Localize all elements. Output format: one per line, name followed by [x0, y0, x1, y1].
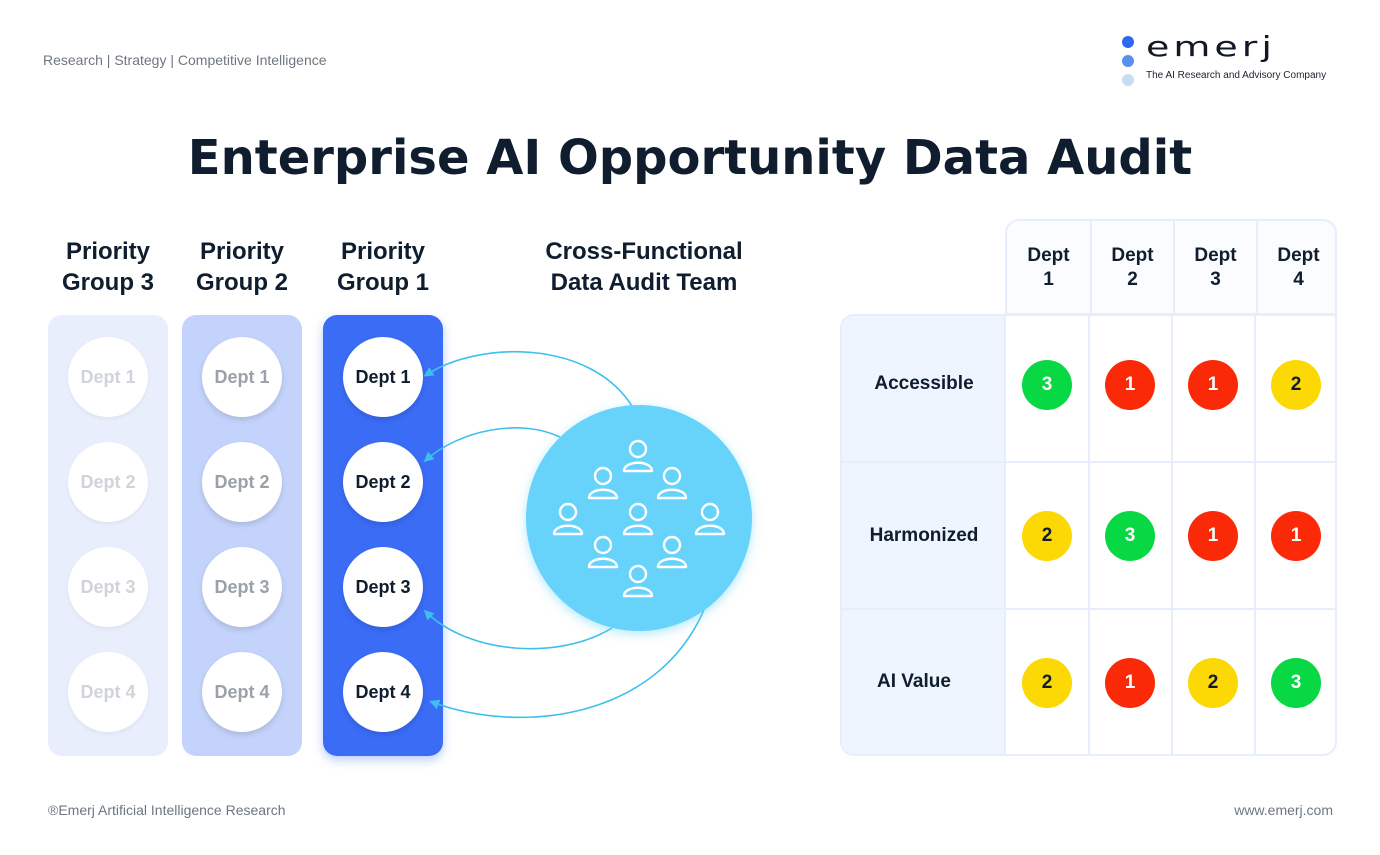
score-badge: 3	[1105, 511, 1155, 561]
logo-dot-icon	[1122, 36, 1134, 48]
row-label-column	[842, 316, 1006, 754]
heading-line: Data Audit Team	[550, 269, 738, 296]
score-badge: 2	[1022, 511, 1072, 561]
score-badge: 1	[1188, 360, 1238, 410]
priority-group-2-column: Dept 1 Dept 2 Dept 3 Dept 4	[182, 315, 302, 756]
score-badge: 1	[1105, 360, 1155, 410]
heading-line: Group 3	[61, 269, 154, 296]
footer-copyright: ®Emerj Artificial Intelligence Research	[48, 802, 286, 818]
emerj-logo[interactable]: emerj The AI Research and Advisory Compa…	[1120, 30, 1340, 90]
logo-wordmark: emerj	[1146, 30, 1276, 63]
row-label-accessible: Accessible	[874, 373, 974, 394]
priority-group-3-column: Dept 1 Dept 2 Dept 3 Dept 4	[48, 315, 168, 756]
arrow-to-dept-1	[423, 350, 633, 407]
priority-group-1-heading: Priority Group 1	[318, 236, 448, 298]
logo-dot-icon	[1122, 74, 1134, 86]
scorecard-body: Accessible 3 1 1 2 Harmonized 2 3 1 1 AI…	[840, 314, 1337, 756]
dept-node[interactable]: Dept 1	[343, 337, 423, 417]
grid-divider	[842, 608, 1335, 610]
dept-node[interactable]: Dept 3	[68, 547, 148, 627]
heading-line: Priority	[340, 238, 426, 265]
heading-line: Priority	[199, 238, 285, 265]
logo-subtitle: The AI Research and Advisory Company	[1146, 70, 1327, 81]
priority-group-3-heading: Priority Group 3	[43, 236, 173, 298]
heading-line: Group 1	[336, 269, 429, 296]
score-badge: 1	[1105, 658, 1155, 708]
score-badge: 3	[1271, 658, 1321, 708]
grid-divider	[1088, 316, 1090, 754]
dept-node[interactable]: Dept 4	[202, 652, 282, 732]
row-label-ai-value: AI Value	[877, 671, 951, 692]
score-badge: 1	[1271, 511, 1321, 561]
heading-line: Priority	[65, 238, 151, 265]
dept-node[interactable]: Dept 3	[202, 547, 282, 627]
heading-line: Group 2	[195, 269, 288, 296]
priority-group-1-column: Dept 1 Dept 2 Dept 3 Dept 4	[323, 315, 443, 756]
team-heading: Cross-Functional Data Audit Team	[514, 236, 774, 298]
score-badge: 2	[1022, 658, 1072, 708]
grid-divider	[1254, 316, 1256, 754]
grid-divider	[1171, 316, 1173, 754]
score-badge: 1	[1188, 511, 1238, 561]
dept-node[interactable]: Dept 1	[202, 337, 282, 417]
dept-node[interactable]: Dept 1	[68, 337, 148, 417]
dept-node[interactable]: Dept 2	[202, 442, 282, 522]
dept-node[interactable]: Dept 4	[68, 652, 148, 732]
page-title: Enterprise AI Opportunity Data Audit	[187, 130, 1193, 186]
heading-line: Cross-Functional	[545, 238, 743, 265]
score-badge: 3	[1022, 360, 1072, 410]
footer-website-link[interactable]: www.emerj.com	[1234, 802, 1333, 818]
logo-dot-icon	[1122, 55, 1134, 67]
row-label-harmonized: Harmonized	[869, 525, 979, 546]
dept-node[interactable]: Dept 3	[343, 547, 423, 627]
audit-team-circle	[526, 405, 752, 631]
dept-node[interactable]: Dept 2	[343, 442, 423, 522]
score-badge: 2	[1188, 658, 1238, 708]
team-members-icon	[552, 439, 726, 598]
header-tagline: Research | Strategy | Competitive Intell…	[43, 52, 327, 68]
priority-group-2-heading: Priority Group 2	[177, 236, 307, 298]
grid-divider	[842, 461, 1335, 463]
score-badge: 2	[1271, 360, 1321, 410]
dept-node[interactable]: Dept 4	[343, 652, 423, 732]
dept-node[interactable]: Dept 2	[68, 442, 148, 522]
